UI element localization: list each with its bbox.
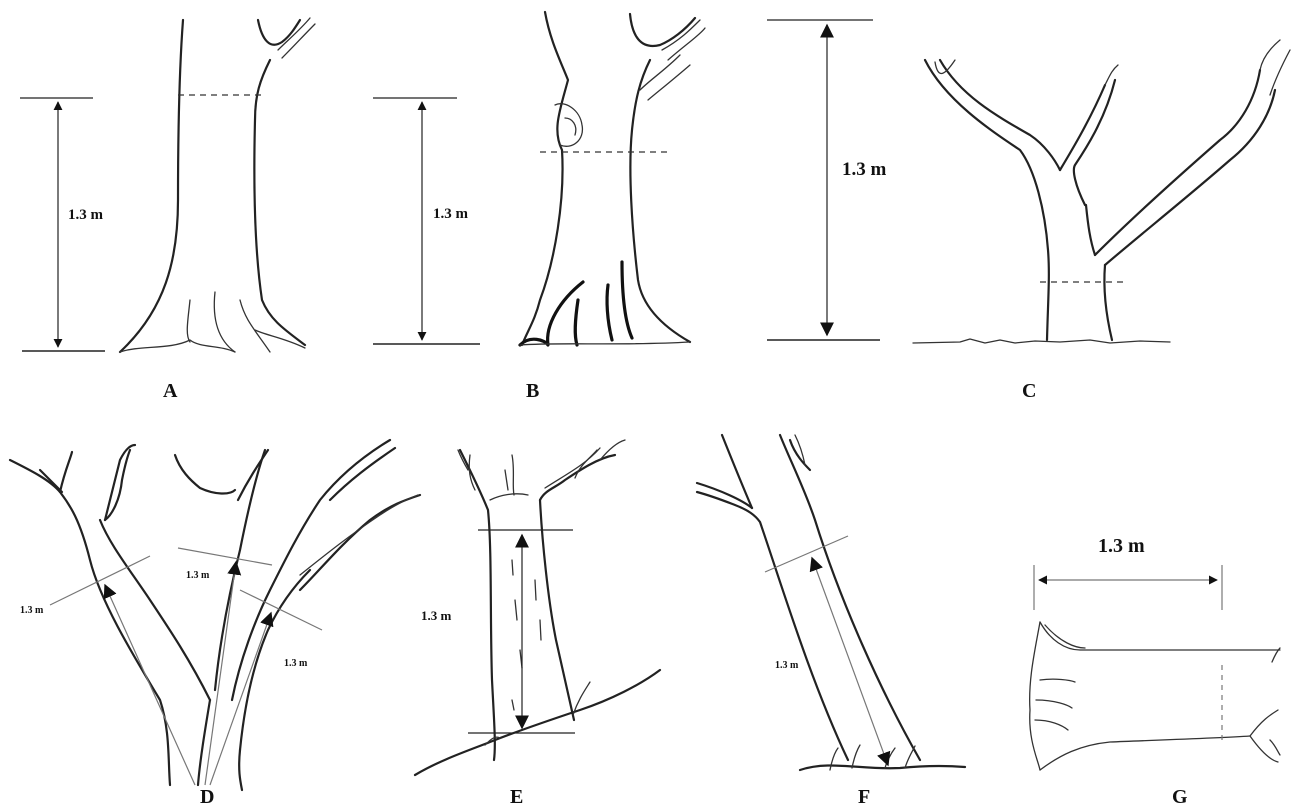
- measure-label-d3: 1.3 m: [284, 658, 308, 669]
- measure-label-g: 1.3 m: [1098, 535, 1145, 557]
- measure-label-e: 1.3 m: [421, 608, 452, 623]
- panel-label-e: E: [510, 786, 523, 807]
- ground-grass-c: [913, 339, 1170, 343]
- measure-label-d1: 1.3 m: [20, 605, 44, 616]
- panel-label-b: B: [526, 380, 539, 402]
- panel-g: 1.3 m G: [1030, 535, 1280, 807]
- panel-d: 1.3 m 1.3 m 1.3 m D: [10, 440, 420, 807]
- panel-c: 1.3 m C: [767, 20, 1290, 402]
- panel-b: 1.3 m B: [373, 12, 705, 402]
- measure-arrow-d3: [210, 613, 271, 785]
- measure-label-a: 1.3 m: [68, 207, 104, 223]
- panel-e: 1.3 m E: [415, 440, 660, 807]
- measure-label-b: 1.3 m: [433, 206, 469, 222]
- measure-label-c: 1.3 m: [842, 159, 887, 180]
- dbh-line-f: [765, 536, 848, 572]
- dbh-line-d1: [50, 556, 150, 605]
- panel-a: 1.3 m A: [20, 18, 315, 402]
- measure-label-f: 1.3 m: [775, 660, 799, 671]
- tree-a: [120, 18, 315, 352]
- tree-c: [925, 40, 1290, 340]
- panel-label-a: A: [163, 380, 178, 402]
- measure-arrow-d2: [205, 562, 236, 785]
- tree-f: [697, 435, 965, 770]
- panel-f: 1.3 m F: [697, 435, 965, 807]
- tree-e: [415, 440, 660, 775]
- tree-b: [520, 12, 705, 345]
- measure-arrow-f: [812, 558, 888, 765]
- measure-label-d2: 1.3 m: [186, 570, 210, 581]
- dbh-line-d2: [178, 548, 272, 565]
- dbh-line-d3: [240, 590, 322, 630]
- panel-label-f: F: [858, 786, 870, 807]
- panel-label-c: C: [1022, 380, 1036, 402]
- measure-arrow-d1: [105, 585, 195, 785]
- panel-label-d: D: [200, 786, 214, 807]
- tree-d: [10, 440, 420, 790]
- tree-g: [1030, 622, 1280, 770]
- panel-label-g: G: [1172, 786, 1188, 807]
